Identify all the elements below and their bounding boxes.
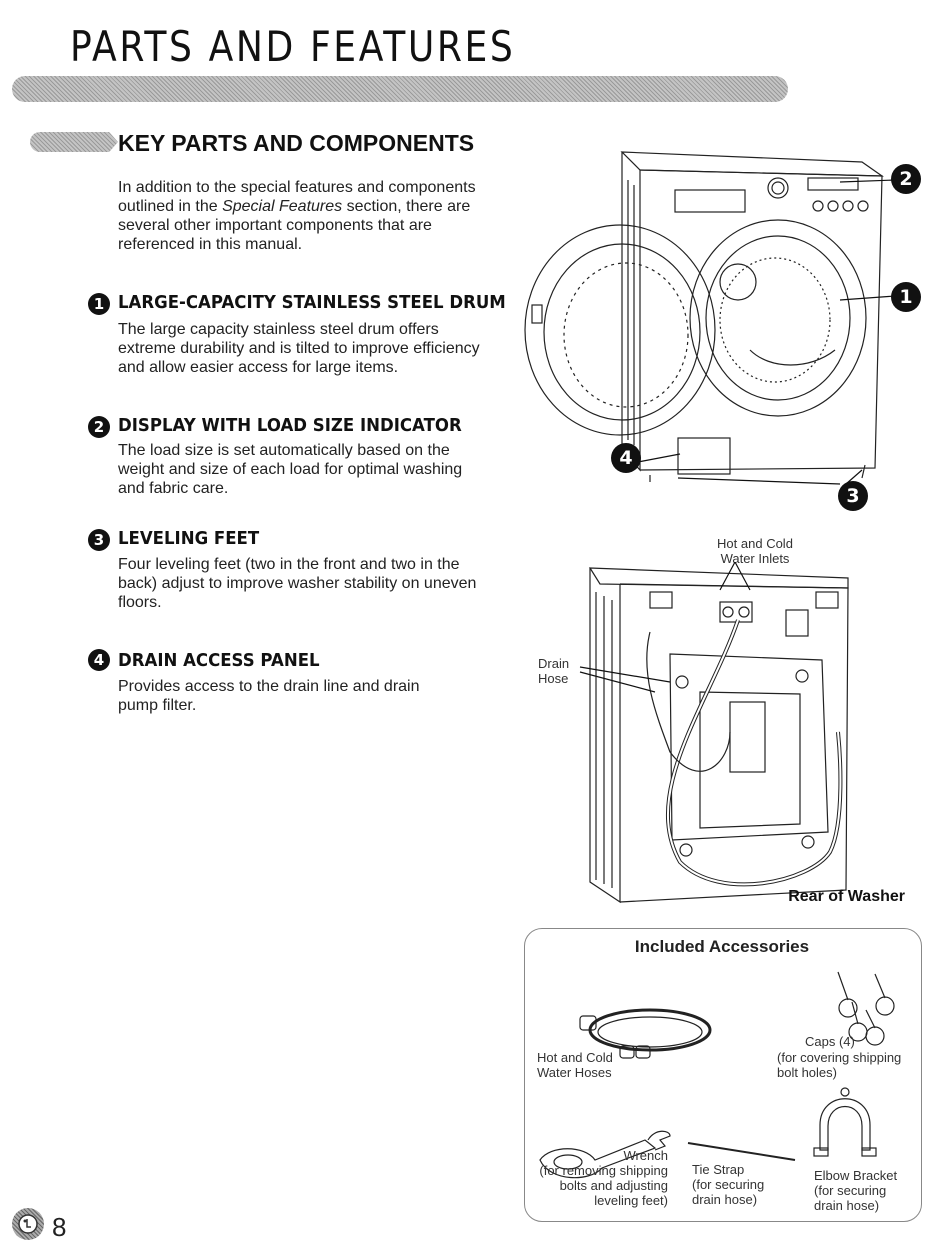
washer-front-illustration: [524, 151, 896, 485]
feature-description: The load size is set automatically based…: [118, 442, 463, 497]
intro-text-2: section, there are several other importa…: [118, 198, 471, 253]
feature-title: LARGE-CAPACITY STAINLESS STEEL DRUM: [118, 292, 506, 313]
elbow-label: Elbow Bracket: [814, 1168, 898, 1183]
page-title: PARTS AND FEATURES: [70, 22, 516, 71]
section-heading: KEY PARTS AND COMPONENTS: [118, 130, 475, 156]
hoses-label: Hot and Cold Water Hoses: [537, 1050, 613, 1080]
drain-hose-label: Drain Hose: [538, 656, 570, 686]
wrench-note: (for removing shipping bolts and adjusti…: [539, 1163, 668, 1208]
inlets-label: Hot and Cold Water Inlets: [717, 536, 793, 566]
feature-title: DISPLAY WITH LOAD SIZE INDICATOR: [118, 415, 462, 436]
caps-note: (for covering shipping bolt holes): [777, 1050, 902, 1080]
elbow-note: (for securing drain hose): [814, 1183, 887, 1213]
feature-title: LEVELING FEET: [118, 528, 260, 549]
intro-text-italic: Special Features: [222, 198, 343, 215]
page-number: 8: [52, 1212, 67, 1242]
feature-number-badge: 4: [88, 649, 110, 671]
intro-text-1: In addition to the special features and …: [118, 179, 476, 215]
feature-number-badge: 3: [88, 529, 110, 551]
caps-label: Caps (4): [805, 1034, 855, 1049]
feature-number-badge: 2: [88, 416, 110, 438]
feature-description: Provides access to the drain line and dr…: [118, 678, 420, 714]
callout-badge: 1: [891, 282, 921, 312]
tie-strap-note: (for securing drain hose): [692, 1177, 765, 1207]
section-marker: [30, 132, 118, 152]
feature-description: The large capacity stainless steel drum …: [118, 321, 480, 376]
wrench-label: Wrench: [623, 1148, 668, 1163]
accessories-box: [524, 928, 922, 1222]
washer-rear-illustration: [579, 562, 849, 904]
callout-badge: 4: [611, 443, 641, 473]
title-divider-bar: [12, 76, 788, 102]
accessories-title: Included Accessories: [634, 937, 810, 956]
callout-badge: 2: [891, 164, 921, 194]
feature-title: DRAIN ACCESS PANEL: [118, 650, 320, 671]
rear-caption: Rear of Washer: [788, 888, 905, 905]
logo-mark-icon: [18, 1214, 38, 1234]
accessories-illustrations: [539, 971, 895, 1179]
feature-number-badge: 1: [88, 293, 110, 315]
intro-paragraph: In addition to the special features and …: [118, 178, 478, 254]
feature-description: Four leveling feet (two in the front and…: [118, 556, 477, 611]
tie-strap-label: Tie Strap: [692, 1162, 745, 1177]
callout-badge: 3: [838, 481, 868, 511]
brand-logo-icon: [12, 1208, 44, 1240]
